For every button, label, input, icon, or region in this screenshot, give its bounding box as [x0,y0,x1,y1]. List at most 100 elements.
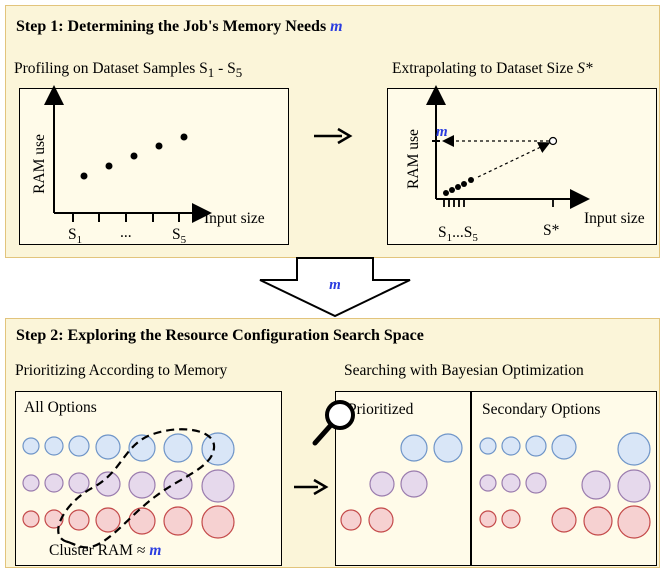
tick-s1-sub: 1 [77,234,83,246]
tick-s1-sub: 1 [447,232,453,244]
extrapolation-ylabel: RAM use [405,129,422,189]
memory-cluster-outline [57,428,216,549]
step1-title-var: m [330,18,343,35]
option-circle [22,437,40,455]
option-circle [22,510,40,528]
option-circle [68,509,90,531]
tick-sstar: S* [543,222,560,239]
cluster-label-var: m [149,542,161,559]
sample-point [155,142,163,150]
option-circle [433,433,463,463]
option-circle [479,510,497,528]
option-circle [400,470,428,498]
profiling-chart-box: RAM use Input size S1 ... S5 [19,85,289,246]
step1-left-subtitle-sub2: 5 [235,65,243,81]
extrapolation-chart-box: m RAM use Input size S1...S5 S* [387,85,657,245]
profiling-ylabel: RAM use [31,134,48,194]
step1-title-text: Step 1: Determining the Job's Memory Nee… [16,18,327,35]
extrapolation-dashed-line [477,142,551,178]
option-circle [163,470,193,500]
option-circle [617,432,651,466]
option-circle [617,469,651,503]
tick-s5-main: S [172,226,181,243]
option-circle [95,434,121,460]
step2-right-subtitle: Searching with Bayesian Optimization [344,362,584,379]
option-circle [95,507,121,533]
step1-left-subtitle-text: Profiling on Dataset Samples S [14,60,208,77]
step1-left-subtitle-sub1: 1 [207,65,215,81]
option-circle [44,436,64,456]
option-circle [68,435,90,457]
option-circle [369,471,395,497]
step2-title: Step 2: Exploring the Resource Configura… [16,327,424,344]
sample-point [80,172,88,180]
tick-s1-main: S [68,226,77,243]
extrapolated-point [548,136,558,146]
option-circle [201,432,235,466]
step1-left-subtitle-mid: - S [214,60,236,77]
option-circle [128,471,156,499]
option-circle [400,434,428,462]
tick-s5-sub: 5 [472,232,478,244]
step1-flow-arrow [314,127,353,145]
step-transition-arrow: m [259,257,411,318]
option-circle [551,434,577,460]
option-circle [22,474,40,492]
option-circle [583,506,613,536]
option-circle [617,505,651,539]
sample-point [455,184,461,190]
step1-right-subtitle-text: Extrapolating to Dataset Size [392,60,574,77]
option-circle [479,437,497,455]
option-circle [201,469,235,503]
step1-right-subtitle-var: S* [577,60,593,77]
profiling-xlabel: Input size [204,210,265,227]
option-circle [525,435,547,457]
all-options-label: All Options [24,399,97,416]
tick-s1-s5: S1...S5 [438,224,478,244]
tick-s1: S1 [68,226,82,246]
step1-left-subtitle: Profiling on Dataset Samples S1 - S5 [14,60,242,81]
cluster-label-text: Cluster RAM ≈ [49,542,145,559]
prioritized-label: Prioritized [348,401,414,418]
option-circle [581,470,611,500]
tick-dots: ... [120,224,132,241]
sample-point [443,190,449,196]
option-circle [163,506,193,536]
extrapolation-chart: m RAM use Input size S1...S5 S* [405,85,645,244]
option-circle [128,507,156,535]
option-circle [551,507,577,533]
option-circle [95,471,121,497]
step1-title: Step 1: Determining the Job's Memory Nee… [16,18,343,36]
search-divider [470,392,472,565]
magnifier-icon [312,400,355,446]
sample-point [180,133,188,141]
option-circle [479,474,497,492]
all-options-box: All Options [15,391,282,566]
search-space-box: Prioritized Secondary Options [335,391,657,566]
option-circle [44,509,64,529]
sample-point [449,187,455,193]
option-circle [68,472,90,494]
option-circle [501,509,521,529]
option-circle [201,505,235,539]
option-circle [128,434,156,462]
option-circle [501,436,521,456]
option-circle [163,433,193,463]
sample-point [130,152,138,160]
profiling-chart: RAM use Input size S1 ... S5 [31,85,265,246]
step2-left-subtitle: Prioritizing According to Memory [15,362,228,379]
step1-right-subtitle: Extrapolating to Dataset Size S* [392,60,593,78]
tick-s5: S5 [172,226,187,246]
down-arrow-shape [259,257,411,318]
tick-s5-sub: 5 [181,234,187,246]
secondary-options-label: Secondary Options [482,401,601,418]
option-circle [340,509,362,531]
all-options-grid: Cluster RAM ≈m [22,428,235,559]
step2-panel: Step 2: Exploring the Resource Configura… [5,318,660,568]
option-circle [368,507,394,533]
sample-point [105,162,113,170]
tick-mid: ...S [452,224,472,241]
tick-s1-main: S [438,224,447,241]
step2-flow-arrow [294,478,329,496]
option-circle [44,473,64,493]
